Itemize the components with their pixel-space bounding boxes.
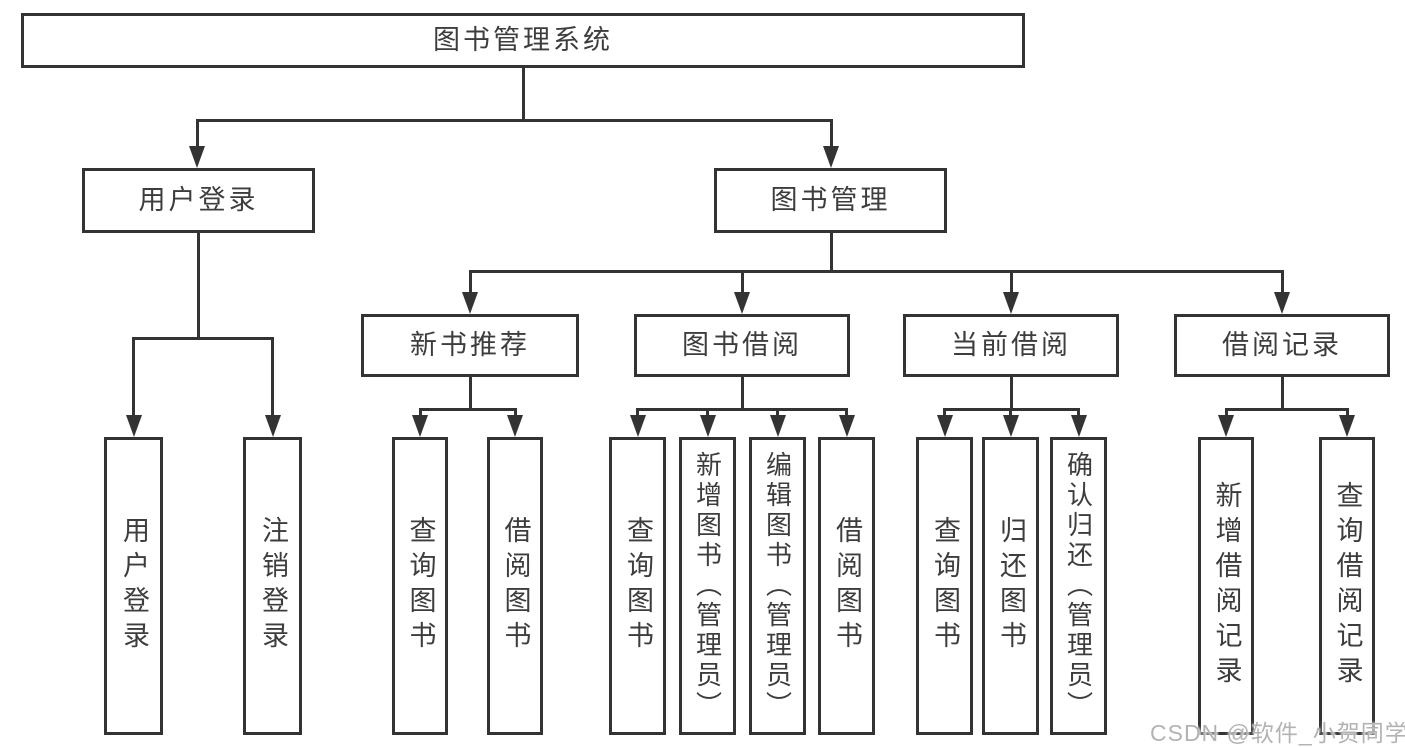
arrow-down-icon bbox=[1274, 292, 1290, 314]
arrow-down-icon bbox=[1070, 415, 1087, 437]
leaf-return-book: 归还图书 bbox=[982, 437, 1039, 735]
connector-line bbox=[513, 408, 517, 418]
arrow-down-icon bbox=[507, 415, 523, 437]
connector-line bbox=[1077, 408, 1080, 418]
leaf-add-borrow-record: 新增借阅记录 bbox=[1198, 437, 1254, 735]
arrow-down-icon bbox=[412, 415, 428, 437]
connector-line bbox=[468, 270, 472, 295]
leaf-add-book-admin: 新增图书（管理员） bbox=[679, 437, 736, 735]
node-current-borrowing: 当前借阅 bbox=[903, 314, 1119, 377]
connector-line bbox=[271, 337, 274, 417]
arrow-down-icon bbox=[264, 415, 281, 437]
node-new-book-recommend: 新书推荐 bbox=[361, 314, 579, 377]
connector-line bbox=[197, 233, 200, 340]
connector-line bbox=[418, 408, 422, 418]
connector-line bbox=[776, 408, 779, 418]
arrow-down-icon bbox=[1003, 292, 1019, 314]
connector-line bbox=[132, 337, 274, 340]
connector-line bbox=[943, 408, 946, 418]
leaf-query-books-current: 查询图书 bbox=[916, 437, 973, 735]
connector-line bbox=[1224, 408, 1228, 418]
arrow-down-icon bbox=[125, 415, 142, 437]
connector-line bbox=[636, 408, 639, 418]
connector-line bbox=[829, 233, 833, 273]
node-borrow-records: 借阅记录 bbox=[1174, 314, 1390, 377]
connector-line bbox=[829, 119, 833, 149]
connector-line bbox=[1009, 377, 1013, 411]
leaf-borrow-books-recommend: 借阅图书 bbox=[487, 437, 543, 735]
node-book-borrowing: 图书借阅 bbox=[634, 314, 850, 377]
connector-line bbox=[740, 377, 744, 411]
arrow-down-icon bbox=[1339, 415, 1355, 437]
arrow-down-icon bbox=[189, 146, 205, 168]
arrow-down-icon bbox=[629, 415, 646, 437]
connector-line bbox=[195, 119, 833, 122]
connector-line bbox=[195, 119, 199, 149]
leaf-user-login: 用户登录 bbox=[104, 437, 163, 735]
connector-line bbox=[1280, 270, 1284, 295]
leaf-logout: 注销登录 bbox=[243, 437, 302, 735]
connector-line bbox=[468, 377, 472, 411]
connector-line bbox=[1009, 408, 1012, 418]
leaf-query-books-recommend: 查询图书 bbox=[392, 437, 448, 735]
arrow-down-icon bbox=[823, 146, 839, 168]
arrow-down-icon bbox=[699, 415, 716, 437]
connector-line bbox=[845, 408, 848, 418]
node-book-management: 图书管理 bbox=[714, 168, 947, 233]
connector-line bbox=[521, 68, 525, 122]
arrow-down-icon bbox=[1002, 415, 1019, 437]
leaf-confirm-return-admin: 确认归还（管理员） bbox=[1050, 437, 1107, 735]
arrow-down-icon bbox=[936, 415, 953, 437]
leaf-query-borrow-record: 查询借阅记录 bbox=[1319, 437, 1375, 735]
arrow-down-icon bbox=[838, 415, 855, 437]
leaf-borrow-books-borrowing: 借阅图书 bbox=[818, 437, 875, 735]
arrow-down-icon bbox=[462, 292, 478, 314]
node-user-login: 用户登录 bbox=[82, 168, 315, 233]
leaf-query-books-borrowing: 查询图书 bbox=[609, 437, 666, 735]
arrow-down-icon bbox=[1218, 415, 1234, 437]
arrow-down-icon bbox=[734, 292, 750, 314]
connector-line bbox=[1224, 408, 1349, 411]
connector-line bbox=[706, 408, 709, 418]
connector-line bbox=[132, 337, 135, 417]
leaf-edit-book-admin: 编辑图书（管理员） bbox=[749, 437, 806, 735]
csdn-watermark: CSDN @软件_小贺同学 bbox=[1150, 720, 1405, 746]
connector-line bbox=[468, 270, 1284, 273]
connector-line bbox=[1009, 270, 1013, 295]
node-library-management-system: 图书管理系统 bbox=[21, 13, 1025, 68]
connector-line bbox=[1345, 408, 1349, 418]
connector-line bbox=[418, 408, 517, 411]
arrow-down-icon bbox=[769, 415, 786, 437]
connector-line bbox=[740, 270, 744, 295]
connector-line bbox=[1280, 377, 1284, 411]
connector-line bbox=[636, 408, 848, 411]
